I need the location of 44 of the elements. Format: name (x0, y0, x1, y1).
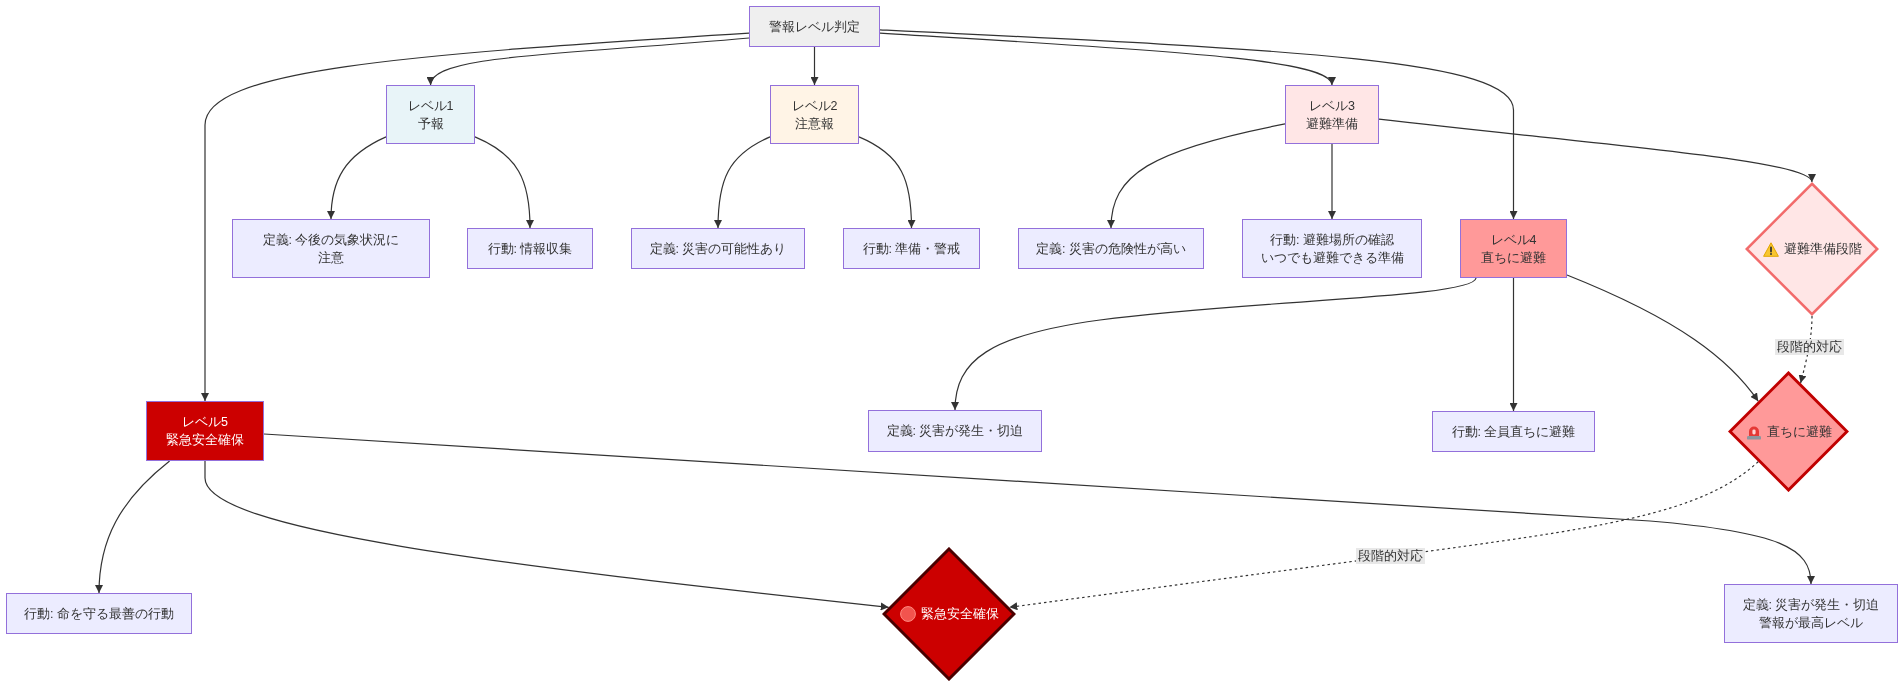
process-box: 定義: 災害の可能性あり (631, 228, 805, 269)
arrow (327, 136, 387, 220)
process-box: 行動: 準備・警戒 (843, 228, 980, 269)
arrow (879, 29, 1518, 220)
arrow (951, 277, 1477, 411)
arrow (474, 136, 534, 229)
process-box: 行動: 情報収集 (467, 228, 593, 269)
process-box: レベル4 直ちに避難 (1460, 219, 1567, 278)
node-label: 緊急安全確保 (920, 606, 999, 623)
decision-diamond (1745, 182, 1879, 316)
arrow (263, 433, 1815, 585)
arrow (1509, 277, 1518, 412)
node-label: 避難準備段階 (1783, 241, 1862, 258)
arrow (1107, 123, 1286, 229)
process-box: 行動: 避難場所の確認 いつでも避難できる準備 (1242, 219, 1422, 278)
process-box: 警報レベル判定 (749, 6, 880, 47)
arrow (1008, 461, 1759, 611)
process-box: 定義: 今後の気象状況に注意 (232, 219, 430, 278)
arrow (201, 32, 750, 402)
process-box: レベル3 避難準備 (1285, 85, 1379, 144)
edge-label: 段階的対応 (1355, 548, 1425, 565)
process-box: 行動: 全員直ちに避難 (1432, 411, 1595, 452)
process-box: レベル5 緊急安全確保 (146, 401, 264, 461)
arrow (1378, 118, 1813, 183)
node-label: 直ちに避難 (1766, 423, 1832, 441)
arrow (858, 136, 916, 229)
arrow (714, 136, 771, 229)
edge-label: 段階的対応 (1774, 338, 1844, 355)
arrow (1798, 315, 1813, 384)
arrow (879, 32, 1333, 86)
process-box: 定義: 災害が発生・切迫 警報が最高レベル (1724, 584, 1898, 643)
arrow (1566, 274, 1759, 402)
decision-diamond (1728, 371, 1849, 492)
arrow (1328, 143, 1336, 220)
process-box: レベル1 予報 (386, 85, 475, 144)
decision-diamond (882, 547, 1016, 681)
arrow (95, 460, 171, 594)
arrow (810, 46, 819, 86)
process-box: 定義: 災害の危険性が高い (1018, 228, 1204, 269)
process-box: 定義: 災害が発生・切迫 (868, 410, 1042, 452)
arrow (429, 37, 750, 86)
process-box: レベル2 注意報 (770, 85, 859, 144)
arrow (204, 460, 890, 611)
process-box: 行動: 命を守る最善の行動 (6, 593, 192, 634)
